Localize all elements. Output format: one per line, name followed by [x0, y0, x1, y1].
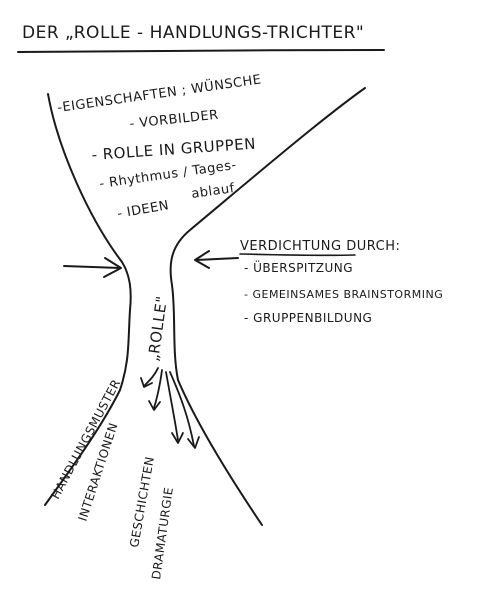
input-eigenschaften: -EIGENSCHAFTEN ; WÜNSCHE	[56, 70, 262, 115]
condensation-heading: VERDICHTUNG DURCH:	[240, 239, 400, 254]
left-arrow	[63, 257, 122, 278]
condensation-item-brainstorming: - GEMEINSAMES BRAINSTORMING	[244, 288, 443, 301]
input-ideen: - IDEEN	[116, 198, 170, 222]
output-arrows	[140, 367, 200, 449]
center-label-rolle: „ROLLE"	[144, 295, 171, 363]
condensation-underline	[239, 253, 356, 257]
funnel-right-edge	[169, 87, 366, 526]
funnel-left-edge	[44, 93, 132, 506]
diagram-title: DER „ROLLE - HANDLUNGS-TRICHTER"	[22, 23, 364, 43]
output-dramaturgie: DRAMATURGIE	[149, 486, 176, 580]
output-geschichten: GESCHICHTEN	[127, 455, 157, 548]
right-arrow	[194, 250, 239, 269]
condensation-item-gruppenbildung: - GRUPPENBILDUNG	[244, 311, 372, 325]
title-underline	[17, 49, 385, 53]
input-ablauf: ablauf	[190, 181, 235, 202]
input-vorbilder: - VORBILDER	[129, 108, 220, 132]
condensation-item-uberspitzung: - ÜBERSPITZUNG	[244, 259, 353, 275]
